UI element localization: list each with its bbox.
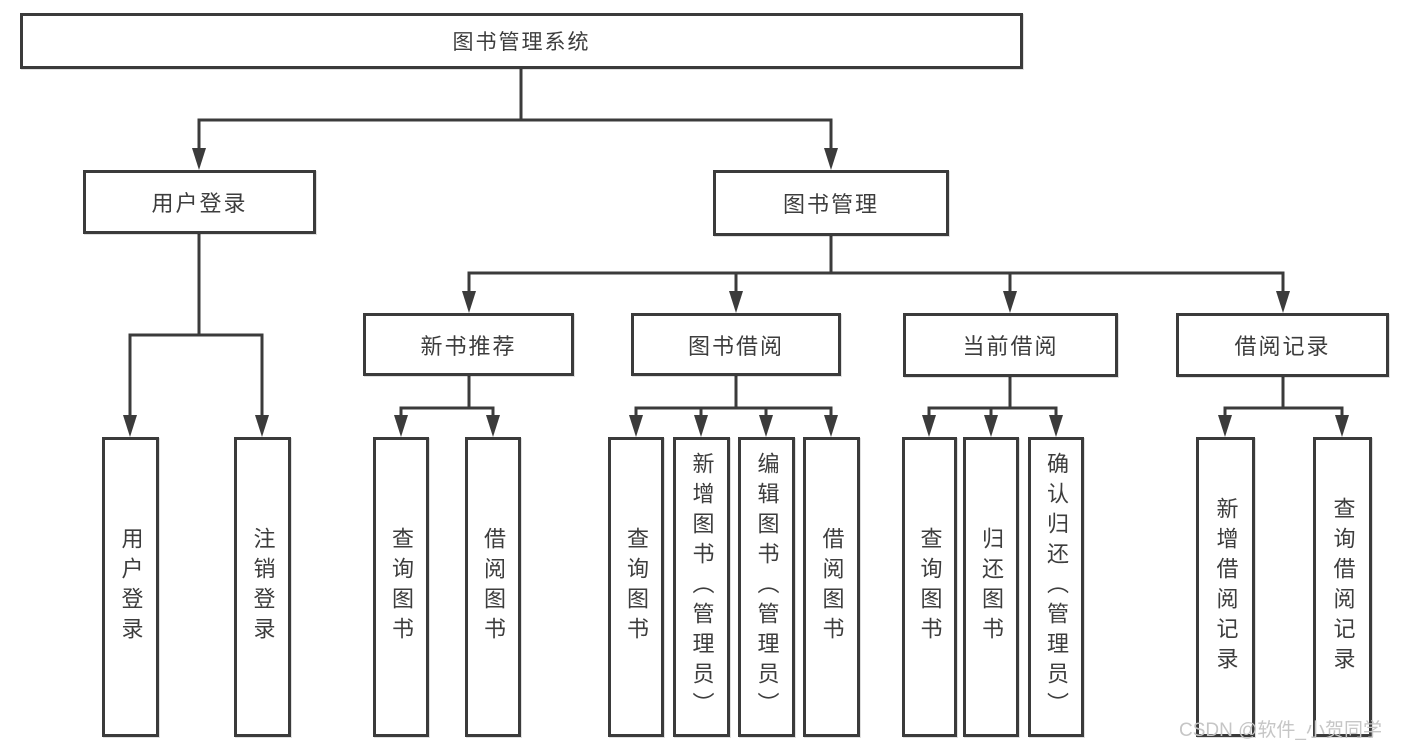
- leaf-label: 确认归还（管理员）: [1044, 452, 1069, 722]
- node-book-management: 图书管理: [713, 170, 949, 236]
- arrowheads-level1: [192, 148, 838, 170]
- node-label: 图书借阅: [687, 333, 784, 359]
- node-label: 借阅记录: [1234, 334, 1331, 359]
- arrowheads-new-book: [394, 415, 500, 437]
- node-current-borrowing: 当前借阅: [903, 313, 1118, 377]
- leaf-return-books: 归还图书: [963, 437, 1019, 737]
- node-label: 图书管理系统: [452, 31, 591, 54]
- leaf-label: 借阅图书: [481, 527, 506, 647]
- leaf-label: 新增借阅记录: [1213, 497, 1239, 677]
- edge-root-to-level1: [197, 69, 833, 150]
- edge-new-book-to-leaves: [399, 376, 495, 419]
- arrowheads-level2: [462, 291, 1290, 313]
- leaf-query-books-recommend: 查询图书: [373, 437, 429, 737]
- node-user-login: 用户登录: [83, 170, 316, 234]
- leaf-label: 查询图书: [917, 527, 943, 647]
- leaf-label: 查询借阅记录: [1330, 497, 1356, 677]
- arrowheads-current-borrow: [922, 415, 1063, 437]
- node-label: 新书推荐: [420, 333, 517, 359]
- leaf-confirm-return-admin: 确认归还（管理员）: [1028, 437, 1084, 737]
- leaf-query-books-current: 查询图书: [902, 437, 957, 737]
- leaf-label: 归还图书: [979, 527, 1004, 647]
- node-new-book-recommend: 新书推荐: [363, 313, 574, 376]
- leaf-edit-books-admin: 编辑图书（管理员）: [738, 437, 795, 737]
- leaf-borrow-books: 借阅图书: [803, 437, 860, 737]
- node-label: 当前借阅: [962, 334, 1059, 359]
- edge-book-borrow-to-leaves: [634, 376, 833, 419]
- node-borrowing-records: 借阅记录: [1176, 313, 1389, 377]
- leaf-logout: 注销登录: [234, 437, 291, 737]
- leaf-label: 编辑图书（管理员）: [754, 452, 780, 722]
- node-label: 用户登录: [151, 191, 248, 216]
- leaf-query-books-borrowing: 查询图书: [608, 437, 664, 737]
- node-library-management-system: 图书管理系统: [20, 13, 1023, 69]
- arrowheads-user-login: [123, 415, 269, 437]
- arrowheads-book-borrow: [629, 415, 838, 437]
- edge-user-login-to-leaves: [128, 234, 264, 419]
- edge-book-management-to-level2: [467, 236, 1285, 295]
- arrowheads-borrow-record: [1218, 415, 1349, 437]
- leaf-label: 新增图书（管理员）: [689, 452, 715, 722]
- edge-borrow-record-to-leaves: [1223, 377, 1344, 419]
- node-label: 图书管理: [782, 192, 879, 217]
- leaf-label: 查询图书: [624, 527, 649, 647]
- leaf-user-login: 用户登录: [102, 437, 159, 737]
- leaf-add-borrow-record: 新增借阅记录: [1196, 437, 1255, 737]
- leaf-label: 查询图书: [389, 527, 414, 647]
- leaf-query-borrow-record: 查询借阅记录: [1313, 437, 1372, 737]
- csdn-watermark: CSDN @软件_小贺同学: [1179, 720, 1382, 741]
- leaf-add-books-admin: 新增图书（管理员）: [673, 437, 730, 737]
- node-book-borrowing: 图书借阅: [631, 313, 841, 376]
- edge-current-borrow-to-leaves: [927, 377, 1058, 419]
- leaf-label: 注销登录: [250, 527, 276, 647]
- leaf-label: 用户登录: [118, 527, 144, 647]
- leaf-label: 借阅图书: [819, 527, 845, 647]
- leaf-borrow-books-recommend: 借阅图书: [465, 437, 521, 737]
